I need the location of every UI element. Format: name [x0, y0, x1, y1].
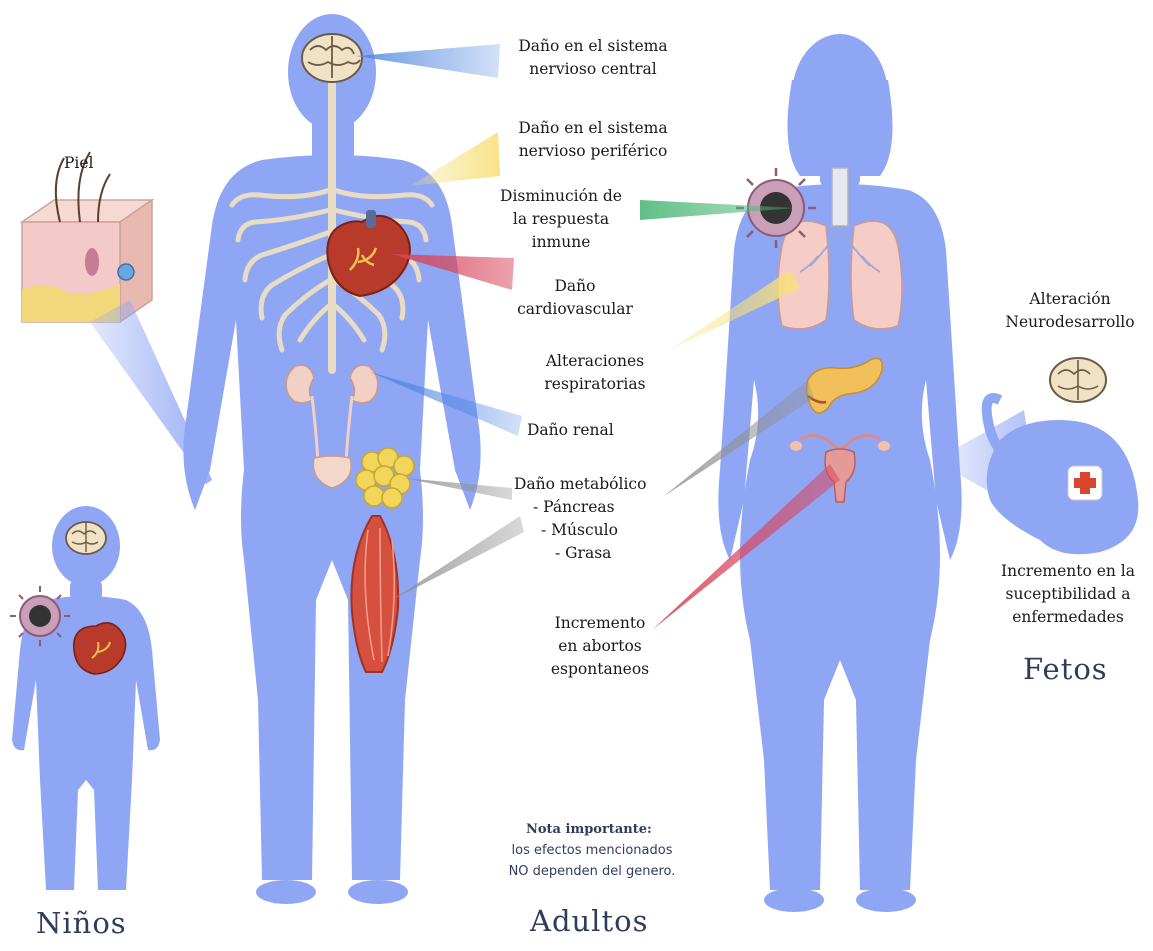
pns-beam — [410, 132, 500, 186]
group-children: Niños — [36, 906, 127, 940]
skin-icon — [22, 152, 152, 322]
note-body: los efectos mencionados NO dependen del … — [497, 840, 687, 882]
group-adults: Adultos — [530, 904, 648, 938]
immune-label: Disminución de la respuesta inmune — [486, 185, 636, 254]
cns-label: Daño en el sistema nervioso central — [498, 35, 688, 81]
metabolic-label: Daño metabólico — [514, 473, 646, 496]
brain-child-icon — [66, 522, 106, 554]
skin-label: Piel — [64, 152, 94, 175]
metabolic-item-fat: - Grasa — [555, 542, 611, 565]
cardio-label: Daño cardiovascular — [500, 275, 650, 321]
renal-label: Daño renal — [527, 419, 614, 442]
note-title: Nota importante: — [526, 822, 652, 837]
virus-child-icon — [10, 586, 70, 646]
brain-fetus-icon — [1050, 358, 1106, 402]
neuro-label: Alteración Neurodesarrollo — [990, 288, 1150, 334]
respiratory-label: Alteraciones respiratorias — [520, 350, 670, 396]
susceptibility-label: Incremento en la suceptibilidad a enferm… — [984, 560, 1152, 629]
first-aid-icon — [1068, 466, 1102, 500]
abortion-label: Incremento en abortos espontaneos — [520, 612, 680, 681]
metabolic-item-pancreas: - Páncreas — [533, 496, 615, 519]
pns-label: Daño en el sistema nervioso periférico — [498, 117, 688, 163]
metabolic-item-muscle: - Músculo — [541, 519, 618, 542]
group-fetuses: Fetos — [1023, 652, 1108, 686]
child-figure — [12, 506, 160, 890]
brain-adult-icon — [302, 34, 362, 82]
cns-beam — [356, 44, 500, 78]
